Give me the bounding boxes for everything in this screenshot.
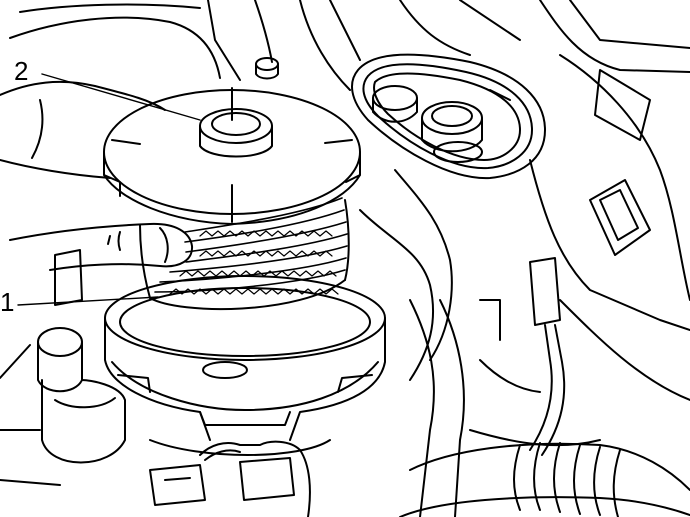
background-lines <box>9 0 690 91</box>
filter-housing <box>104 275 386 456</box>
hand <box>0 80 194 271</box>
wiring-connector <box>149 440 311 517</box>
leader-line-1 <box>17 296 159 306</box>
outlet-nozzle <box>199 108 273 158</box>
filter-element <box>139 197 350 311</box>
right-hoses <box>359 169 601 517</box>
callout-label-1: 1 <box>0 287 15 317</box>
background-right-shapes <box>529 54 690 401</box>
removed-cover <box>351 53 546 180</box>
left-sensor <box>0 249 126 486</box>
callout-leaders <box>17 73 201 306</box>
callout-label-2: 2 <box>14 56 29 86</box>
ribbed-hose <box>399 442 690 517</box>
leader-line-2 <box>41 73 201 121</box>
filter-cover <box>103 87 361 225</box>
